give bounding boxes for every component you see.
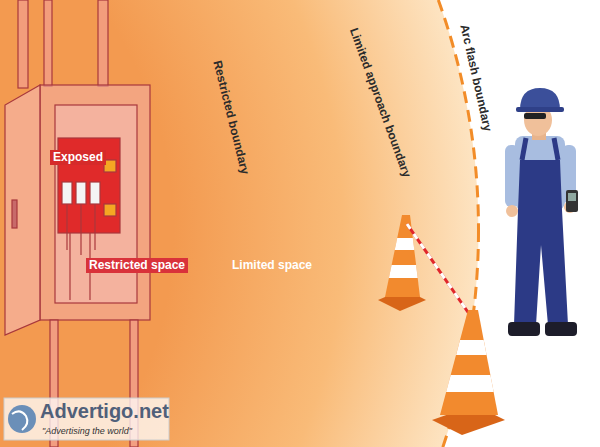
region-outline [0, 0, 480, 447]
space-label: Limited space [232, 258, 312, 273]
boundary-label: Arc flash boundary [456, 23, 495, 133]
exposed-parts-circle: Exposed [22, 112, 138, 228]
limited-approach-region: Exposed Restricted boundaryRestricted spa… [0, 0, 390, 447]
arc-flash-region: Exposed Restricted boundaryRestricted spa… [0, 0, 480, 447]
watermark-tagline: "Advertising the world" [42, 425, 132, 437]
watermark-text: Advertigo.net [40, 399, 169, 423]
boundary-circle [25, 115, 136, 226]
boundary-circle [0, 0, 479, 447]
restricted-region: ExposedRestricted boundaryRestricted spa… [0, 0, 225, 375]
space-label: Restricted space [86, 258, 188, 273]
watermark-panel [4, 398, 169, 440]
electrical-worker [505, 88, 578, 336]
space-label: Exposed [50, 150, 106, 165]
region-outline [0, 0, 225, 375]
region-outline [22, 112, 138, 228]
region-outline [0, 0, 390, 447]
boundary-label: Restricted boundary [210, 59, 253, 176]
boundary-label: Limited approach boundary [346, 26, 414, 180]
